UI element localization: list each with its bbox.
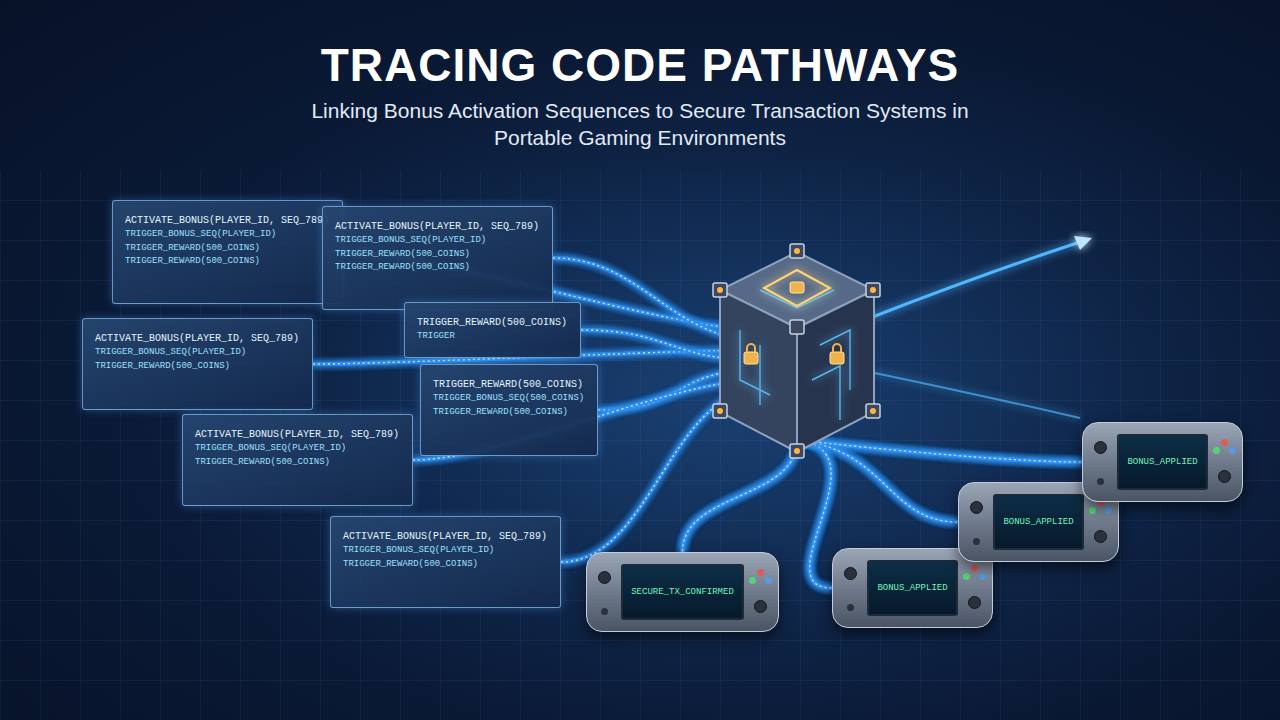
code-panel: ACTIVATE_BONUS(PLAYER_ID, SEQ_789)TRIGGE… [112,200,343,304]
code-line: TRIGGER_REWARD(500_COINS) [335,261,470,275]
console-button [1218,470,1231,483]
handheld-console: SECURE_TX_CONFIRMED [586,552,779,632]
console-button [970,501,983,514]
console-button [973,538,980,545]
code-line: TRIGGER_REWARD(500_COINS) [343,558,478,572]
code-panel: ACTIVATE_BONUS(PLAYER_ID, SEQ_789)TRIGGE… [322,206,553,310]
console-button [844,567,857,580]
console-button [1213,447,1220,454]
data-flow-line [313,350,1082,462]
screen-status: SECURE_TX_CONFIRMED [631,587,734,597]
console-button [754,600,767,613]
code-line: TRIGGER_BONUS_SEQ(PLAYER_ID) [195,442,346,456]
console-button [1094,441,1107,454]
code-line: TRIGGER_REWARD(500_COINS) [417,315,567,330]
screen-status: BONUS_APPLIED [1127,457,1197,467]
screen-status: BONUS_APPLIED [1003,517,1073,527]
code-line: TRIGGER_BONUS_SEQ(PLAYER_ID) [125,228,276,242]
code-panel: TRIGGER_REWARD(500_COINS)TRIGGER [404,302,581,358]
code-line: TRIGGER_REWARD(500_COINS) [433,406,568,420]
code-line: TRIGGER_REWARD(500_COINS) [125,255,260,269]
console-button [757,569,764,576]
code-line: TRIGGER_REWARD(500_COINS) [433,377,583,392]
diagram-title: TRACING CODE PATHWAYS [0,38,1280,92]
code-line: TRIGGER_BONUS_SEQ(500_COINS) [433,392,584,406]
console-button [1094,530,1107,543]
console-screen: BONUS_APPLIED [867,560,958,616]
console-button [598,571,611,584]
console-button [847,604,854,611]
code-line: TRIGGER_REWARD(500_COINS) [125,242,260,256]
handheld-console: BONUS_APPLIED [1082,422,1243,502]
console-button [979,573,986,580]
code-line: ACTIVATE_BONUS(PLAYER_ID, SEQ_789) [343,529,547,544]
console-button [971,565,978,572]
code-line: ACTIVATE_BONUS(PLAYER_ID, SEQ_789) [125,213,329,228]
code-line: ACTIVATE_BONUS(PLAYER_ID, SEQ_789) [195,427,399,442]
code-line: TRIGGER [417,330,455,344]
console-screen: BONUS_APPLIED [1117,434,1208,490]
console-button [749,577,756,584]
screen-status: BONUS_APPLIED [877,583,947,593]
code-line: TRIGGER_REWARD(500_COINS) [195,456,330,470]
console-button [601,608,608,615]
console-button [968,596,981,609]
code-panel: ACTIVATE_BONUS(PLAYER_ID, SEQ_789)TRIGGE… [182,414,413,506]
code-line: TRIGGER_BONUS_SEQ(PLAYER_ID) [343,544,494,558]
console-button [1229,447,1236,454]
console-button [765,577,772,584]
console-button [963,573,970,580]
code-line: ACTIVATE_BONUS(PLAYER_ID, SEQ_789) [95,331,299,346]
code-panel: TRIGGER_REWARD(500_COINS)TRIGGER_BONUS_S… [420,364,598,456]
code-line: ACTIVATE_BONUS(PLAYER_ID, SEQ_789) [335,219,539,234]
code-line: TRIGGER_REWARD(500_COINS) [95,360,230,374]
code-panel: ACTIVATE_BONUS(PLAYER_ID, SEQ_789)TRIGGE… [82,318,313,410]
console-button [1097,478,1104,485]
console-button [1089,507,1096,514]
code-line: TRIGGER_BONUS_SEQ(PLAYER_ID) [95,346,246,360]
code-panel: ACTIVATE_BONUS(PLAYER_ID, SEQ_789)TRIGGE… [330,516,561,608]
console-button [1221,439,1228,446]
console-screen: BONUS_APPLIED [993,494,1084,550]
code-line: TRIGGER_REWARD(500_COINS) [335,248,470,262]
console-screen: SECURE_TX_CONFIRMED [621,564,744,620]
code-line: TRIGGER_BONUS_SEQ(PLAYER_ID) [335,234,486,248]
subtitle-text: Linking Bonus Activation Sequences to Se… [302,97,978,152]
console-button [1105,507,1112,514]
